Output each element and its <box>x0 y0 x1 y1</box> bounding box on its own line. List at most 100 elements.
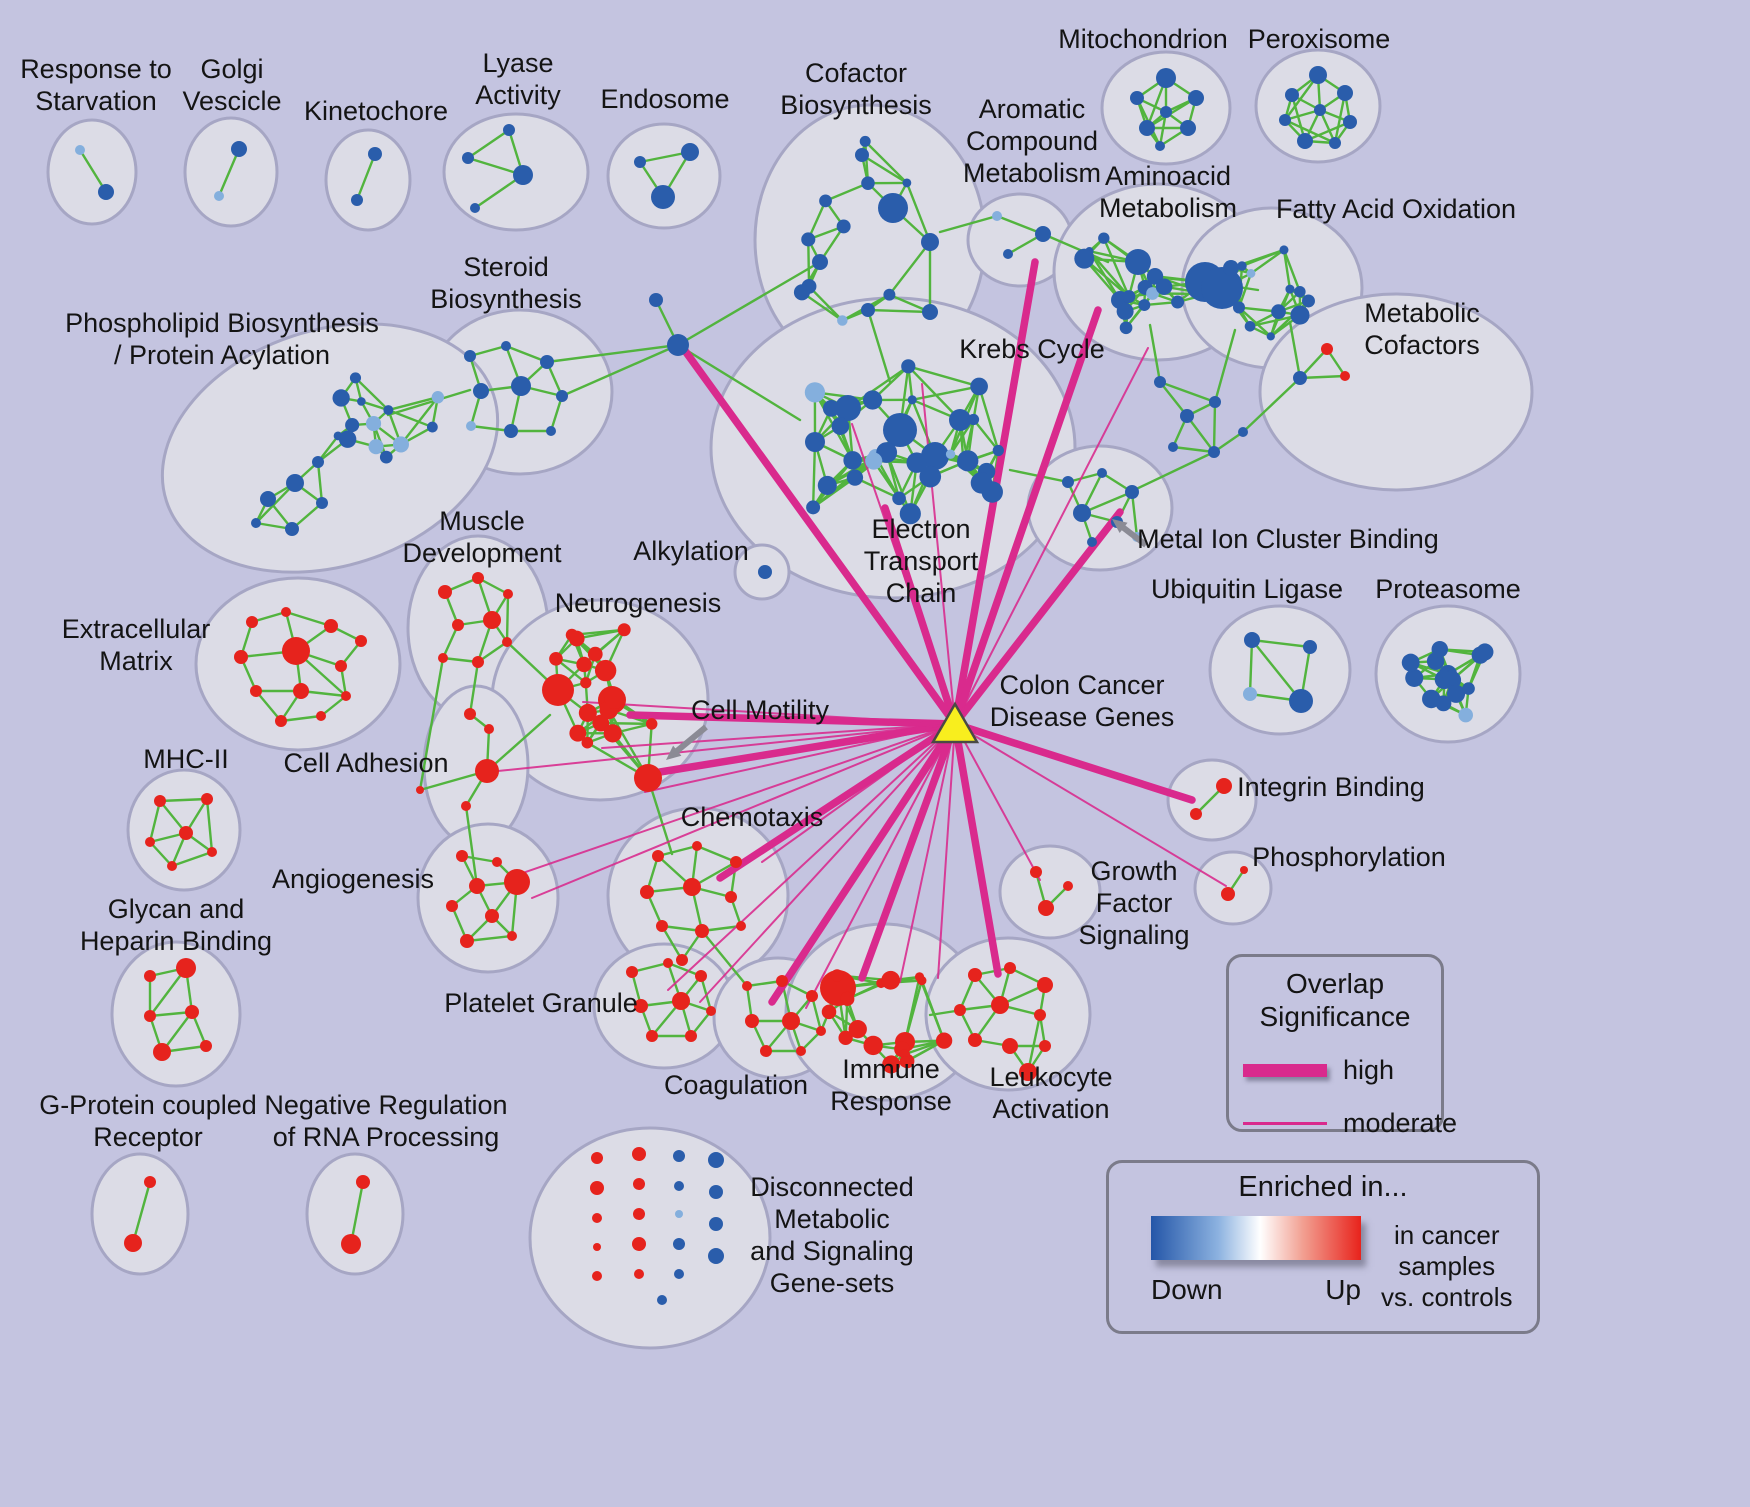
co-membership-edge <box>1026 1013 1042 1074</box>
gene-set-node <box>1321 343 1333 355</box>
gene-set-node <box>569 724 587 742</box>
cluster-label-cell-adhesion: Cell Adhesion <box>283 748 448 778</box>
overlap-edge-high <box>626 711 959 728</box>
overlap-edge-moderate <box>507 723 956 879</box>
overlap-edge-moderate <box>667 723 956 991</box>
gene-set-node <box>144 1176 156 1188</box>
gene-set-node <box>201 793 213 805</box>
gene-set-node <box>464 350 476 362</box>
co-membership-edge <box>807 199 827 241</box>
co-membership-edge <box>807 238 811 288</box>
gene-set-node <box>591 1152 603 1164</box>
gene-set-node <box>214 191 224 201</box>
gene-set-node <box>708 1248 724 1264</box>
gene-set-node <box>540 355 554 369</box>
overlap-edge-moderate <box>601 723 956 749</box>
gene-set-node <box>921 442 949 470</box>
gene-set-node <box>882 1055 901 1074</box>
gene-set-node <box>176 958 196 978</box>
overlap-legend-title: Overlap Significance <box>1229 967 1441 1033</box>
co-membership-edge <box>148 840 174 868</box>
co-membership-edge <box>1241 376 1302 434</box>
gene-set-node <box>878 193 908 223</box>
gene-set-node <box>1422 689 1441 709</box>
gene-set-node <box>504 869 530 895</box>
gene-set-node <box>633 1178 645 1190</box>
gene-set-node <box>341 691 351 701</box>
co-membership-edge <box>1080 490 1134 515</box>
gene-set-node <box>831 417 850 435</box>
overlap-legend-title-line1: Overlap <box>1285 968 1385 999</box>
gene-set-node <box>356 1175 370 1189</box>
gene-set-node <box>357 397 366 406</box>
co-membership-edge <box>1128 450 1216 494</box>
gene-set-node <box>1146 287 1159 300</box>
co-membership-edge <box>1148 323 1162 384</box>
overlap-edge-high <box>951 720 1002 978</box>
gene-set-node <box>730 856 742 868</box>
gene-set-node <box>546 426 556 436</box>
gene-set-node <box>1002 1038 1018 1054</box>
co-membership-edge <box>977 385 1000 452</box>
gene-set-node <box>914 972 925 982</box>
gene-set-node <box>549 651 563 666</box>
gene-set-node <box>646 1030 658 1042</box>
overlap-edge-moderate <box>582 701 956 725</box>
co-membership-edge <box>676 343 802 422</box>
gene-set-node <box>1122 290 1136 303</box>
gene-set-node <box>804 382 826 403</box>
gene-set-node <box>345 417 360 433</box>
gene-set-node <box>568 630 585 647</box>
gene-set-node <box>1154 376 1166 388</box>
gene-set-node <box>1303 640 1317 654</box>
gene-set-node <box>1293 371 1307 385</box>
co-membership-edge <box>695 844 738 864</box>
enriched-note-line1: in cancer <box>1394 1220 1500 1250</box>
gene-set-node <box>725 891 737 903</box>
gene-set-node <box>587 646 603 662</box>
gene-set-node <box>1238 427 1248 437</box>
gene-set-node <box>1087 537 1097 547</box>
co-membership-edge <box>599 721 653 726</box>
gene-set-node <box>285 522 299 536</box>
gene-set-node <box>1035 226 1051 242</box>
floating-label-cell-motility: Cell Motility <box>691 695 830 725</box>
co-membership-edge <box>864 140 870 185</box>
co-membership-edge <box>1213 328 1237 404</box>
gene-set-node <box>456 850 468 862</box>
gene-set-node <box>200 1040 212 1052</box>
gene-set-node <box>683 878 701 896</box>
co-membership-edge <box>630 961 670 974</box>
co-membership-edge <box>170 850 214 868</box>
cluster-bubble-integrin-binding <box>1166 758 1258 842</box>
gene-set-node <box>1431 641 1449 658</box>
gene-set-node <box>392 436 410 453</box>
gene-set-node <box>970 377 988 396</box>
co-membership-edge <box>387 396 440 412</box>
co-membership-edge <box>676 260 822 347</box>
overlap-edge-high <box>679 344 959 728</box>
gene-set-node <box>502 637 512 647</box>
co-membership-edge <box>355 152 377 202</box>
gene-set-node <box>1208 446 1220 458</box>
gene-set-node <box>153 1043 171 1061</box>
cluster-label-angiogenesis: Angiogenesis <box>272 864 434 894</box>
co-membership-edge <box>699 974 713 1013</box>
co-membership-edge <box>800 291 844 322</box>
gene-set-node <box>1476 643 1494 661</box>
gene-set-node <box>556 390 568 402</box>
gene-set-node <box>281 607 291 617</box>
gene-set-node <box>859 135 871 147</box>
gene-set-node <box>316 497 328 509</box>
overlap-edge-moderate <box>954 723 1227 887</box>
co-membership-edge <box>560 343 680 398</box>
gene-set-node <box>992 444 1004 457</box>
gene-set-node <box>251 518 261 528</box>
gene-set-node <box>260 491 276 507</box>
